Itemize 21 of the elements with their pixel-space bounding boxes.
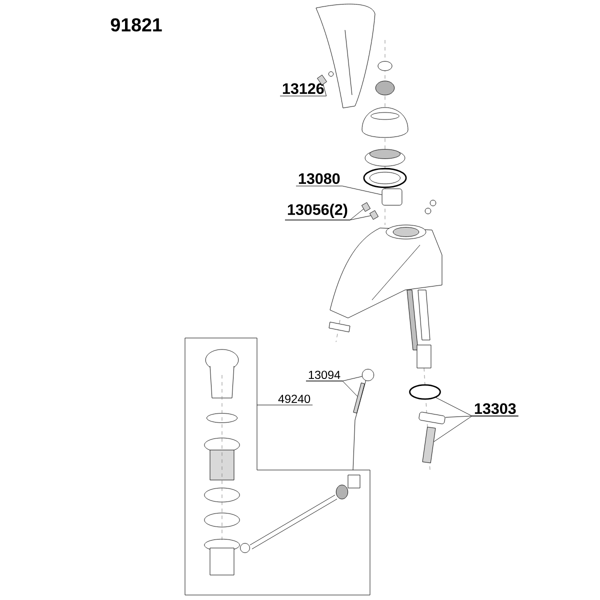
nut [369,210,379,220]
nut [361,202,371,212]
leader-line [296,186,382,195]
leader-line [280,84,327,96]
part-number: 13303 [474,403,516,414]
o-ring [409,384,441,400]
stem [422,426,436,464]
part-number: 91821 [110,18,162,32]
leader-line [306,380,358,397]
lift-rod [353,382,365,414]
leader-line [284,215,371,220]
part-number: 13056(2) [288,204,348,218]
clip [418,412,446,424]
leader-line [256,404,313,406]
part-number: 13126 [282,83,324,94]
part-number: 13080 [298,173,340,184]
part-number: 13094 [308,370,340,379]
cartridge [382,188,402,206]
part-number: 49240 [278,394,310,403]
leader-line [434,416,519,442]
lift-rod-knob [362,368,374,382]
